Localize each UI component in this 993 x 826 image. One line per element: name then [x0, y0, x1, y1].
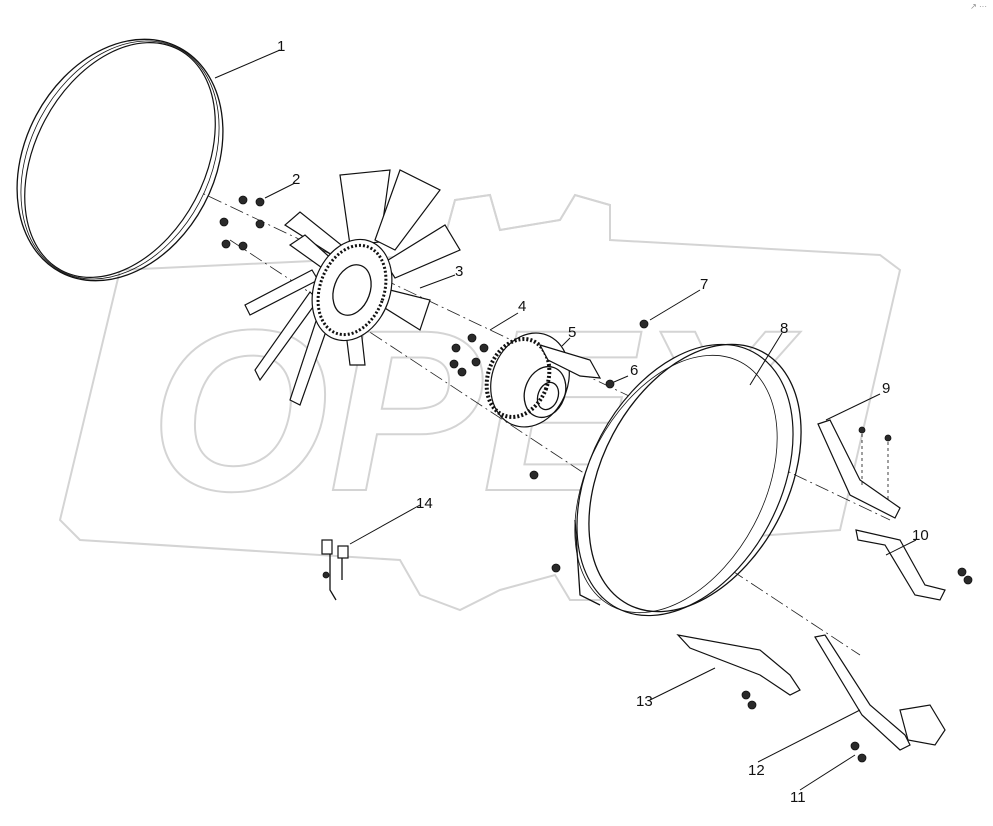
callout-12: 12: [748, 762, 765, 779]
callout-1: 1: [277, 38, 285, 55]
callout-9: 9: [882, 380, 890, 397]
bolt-7: [639, 319, 649, 329]
fan-shroud: [574, 343, 802, 617]
bracket-13: [676, 634, 801, 710]
callout-6: 6: [630, 362, 638, 379]
callout-4: 4: [518, 298, 526, 315]
corner-mark: ↗ ···: [970, 2, 987, 11]
callout-13: 13: [636, 693, 653, 710]
bolt-left: [529, 470, 539, 480]
fan-shroud-ring: [16, 38, 224, 282]
viscous-fan-clutch: [484, 332, 602, 428]
fan: [244, 169, 461, 406]
callout-11: 11: [790, 789, 806, 806]
callout-8: 8: [780, 320, 788, 337]
nut-group: [219, 195, 265, 251]
callout-2: 2: [292, 171, 300, 188]
bracket-12: [814, 634, 946, 763]
callout-7: 7: [700, 276, 708, 293]
callout-14: 14: [416, 495, 433, 512]
callout-labels: 1 2 3 4 5 6 7 8 9 10 11 12 13 14: [277, 38, 929, 806]
bracket-10: [855, 529, 973, 601]
bolt-group-4: [449, 333, 489, 377]
sensor-connector: [321, 539, 349, 601]
bracket-9: [817, 419, 901, 519]
callout-3: 3: [455, 263, 463, 280]
bolt-6: [605, 379, 615, 389]
bolt-lower: [551, 563, 561, 573]
leader-lines: [214, 49, 917, 791]
callout-10: 10: [912, 527, 929, 544]
callout-5: 5: [568, 324, 576, 341]
